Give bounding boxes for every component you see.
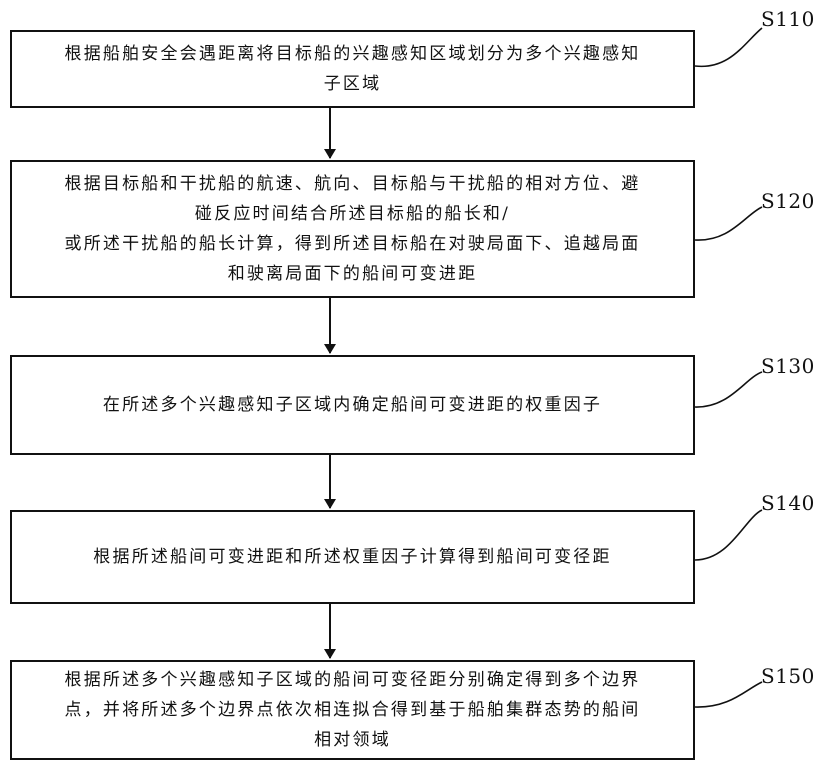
leader-line-s120 [695, 207, 762, 240]
leader-line-s140 [695, 510, 762, 560]
leader-line-s150 [695, 682, 762, 707]
leader-line-s110 [695, 28, 762, 66]
leader-line-s130 [695, 372, 762, 407]
